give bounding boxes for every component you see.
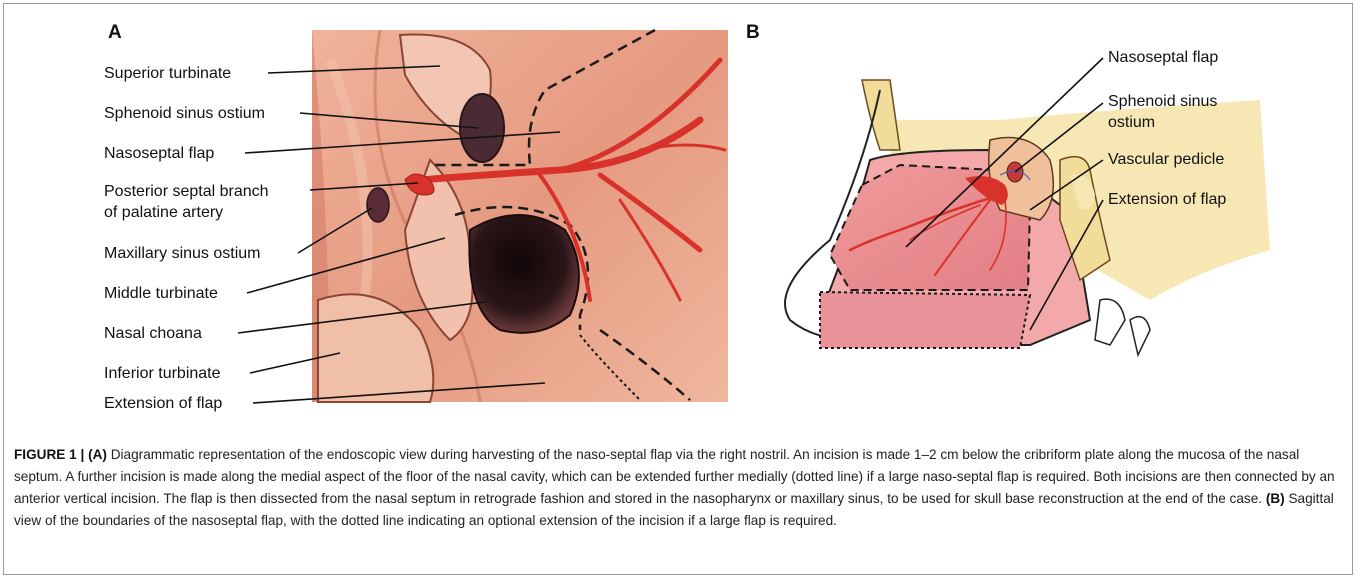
label-b-ostium: ostium — [1108, 113, 1155, 133]
flap-extension-region — [820, 292, 1030, 348]
label-b-sphenoid-sinus: Sphenoid sinus — [1108, 92, 1217, 112]
figure-caption: FIGURE 1 | (A) Diagrammatic representati… — [14, 444, 1342, 532]
label-b-vascular-pedicle: Vascular pedicle — [1108, 150, 1224, 170]
label-b-extension-of-flap: Extension of flap — [1108, 190, 1226, 210]
label-b-nasoseptal-flap: Nasoseptal flap — [1108, 48, 1218, 68]
caption-figure-label: FIGURE 1 | — [14, 447, 84, 462]
caption-part-b-tag: (B) — [1266, 491, 1285, 506]
caption-part-a-tag: (A) — [88, 447, 107, 462]
caption-part-a-text: Diagrammatic representation of the endos… — [14, 447, 1335, 506]
